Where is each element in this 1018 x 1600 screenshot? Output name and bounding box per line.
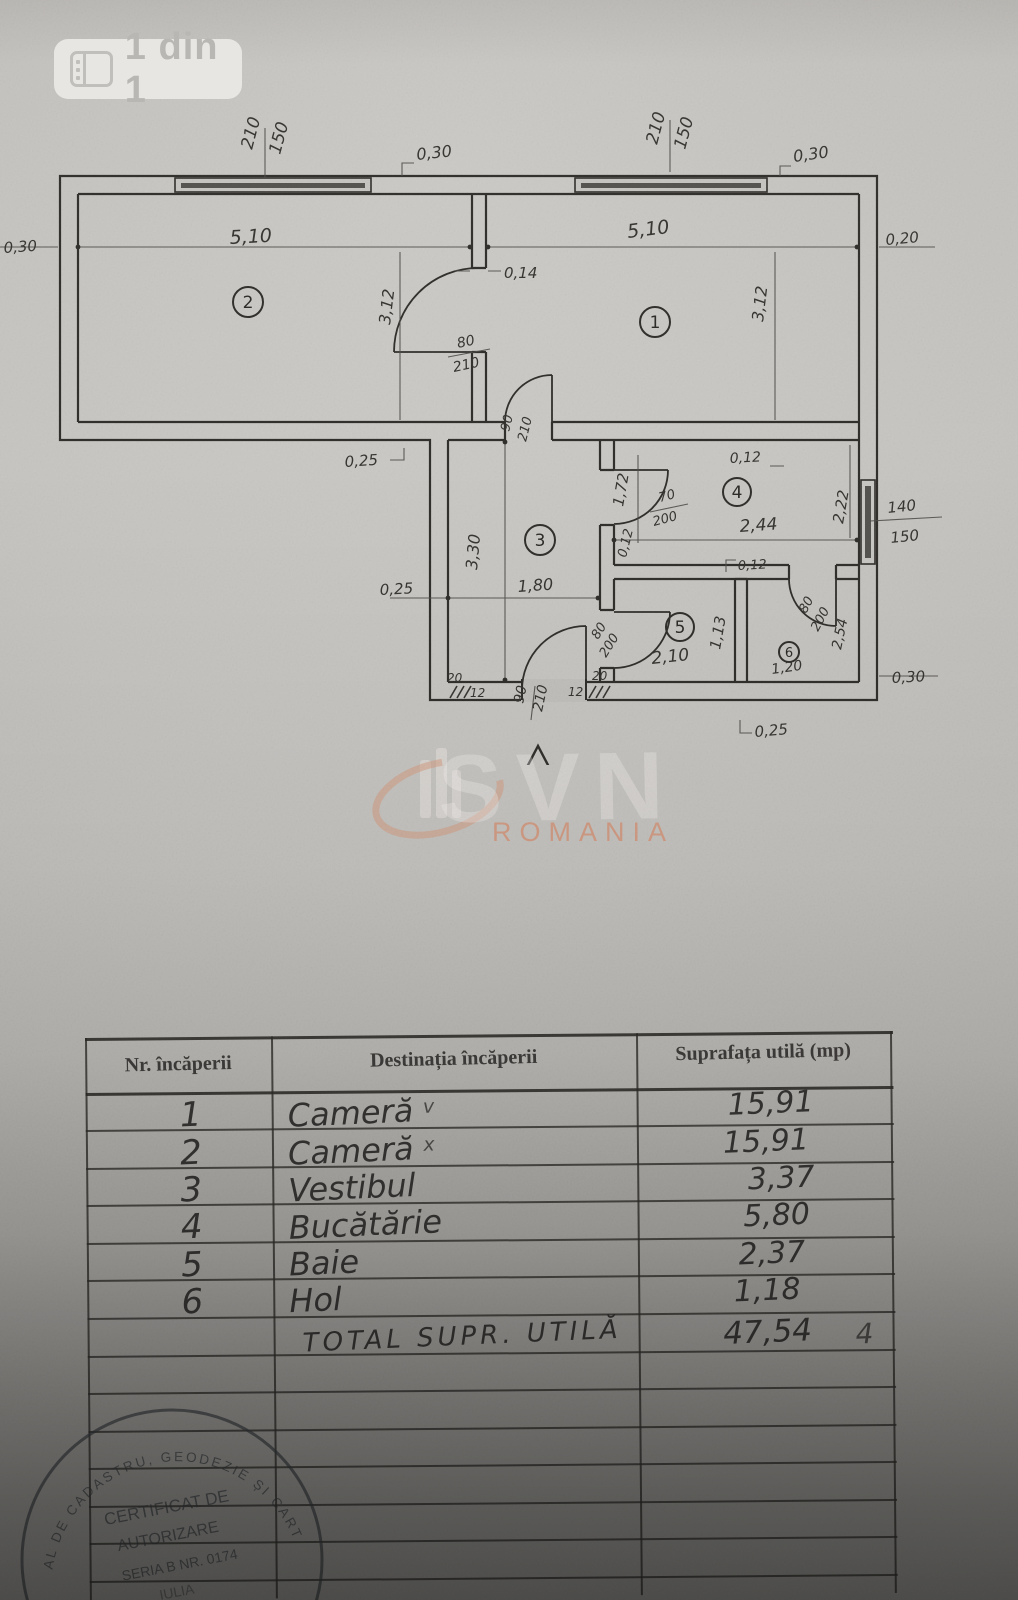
- dim-label: 3,12: [375, 288, 398, 326]
- dim-label: 3,12: [748, 285, 771, 323]
- walls: [58, 174, 879, 702]
- watermark-country: ROMANIA: [492, 817, 675, 847]
- stamp-center-text: CERTIFICAT DE AUTORIZARE SERIA B NR. 017…: [103, 1486, 239, 1600]
- row-nr: 4: [179, 1206, 204, 1248]
- dim-label: 0,20: [885, 228, 920, 249]
- dim-label: 0,30: [415, 141, 452, 164]
- row-area: 15,91: [722, 1122, 810, 1161]
- row-name: Hol: [288, 1280, 342, 1320]
- dim-label: 0,25: [379, 579, 413, 599]
- total-value: 47,54: [722, 1312, 813, 1352]
- pager-label: 1 din 1: [124, 26, 219, 111]
- room-number-2: 2: [243, 293, 254, 313]
- row-name: Bucătărie: [288, 1202, 443, 1247]
- dim-label: 1,72: [609, 472, 633, 508]
- table-line: [88, 1385, 897, 1395]
- dim-label: 0,25: [754, 720, 789, 741]
- dim-label: 2,10: [650, 645, 690, 669]
- window-label: 150: [266, 120, 294, 157]
- row-area: 1,18: [733, 1271, 802, 1310]
- dim-label: 0,25: [344, 451, 379, 471]
- pier-label: 20: [447, 671, 463, 685]
- dim-label: 5,10: [229, 225, 272, 249]
- row-area: 15,91: [726, 1084, 815, 1123]
- row-area: 2,37: [737, 1234, 807, 1273]
- dim-label: 0,12: [615, 527, 637, 559]
- column-header-area: Suprafața utilă (mp): [675, 1039, 852, 1066]
- dim-label: 0,12: [729, 449, 761, 467]
- stamp-line4: IULIA: [158, 1580, 196, 1600]
- door-label: 210: [515, 415, 536, 443]
- dim-label: 0,12: [737, 557, 767, 573]
- row-area: 5,80: [742, 1196, 811, 1235]
- window-label: 210: [238, 115, 266, 152]
- door-label: 70: [657, 487, 677, 506]
- image-pager[interactable]: 1 din 1: [54, 26, 242, 111]
- window-label: 150: [890, 526, 920, 547]
- dim-label: 5,10: [626, 216, 671, 243]
- dim-label: 1,13: [706, 615, 730, 651]
- hand-mark: x: [422, 1133, 436, 1156]
- stray-mark: 4: [854, 1316, 875, 1351]
- dim-label: 1,20: [770, 658, 803, 678]
- door-label: 80: [796, 594, 817, 616]
- column-header-destination: Destinația încăperii: [369, 1045, 538, 1072]
- door-label: 210: [452, 355, 482, 376]
- authorization-stamp: AL DE CADASTRU, GEODEZIE ȘI CARTOG CERTI…: [0, 1395, 324, 1600]
- pier-label: 12: [568, 685, 583, 699]
- dim-label: 0,30: [792, 142, 830, 166]
- room-circles: [232, 286, 800, 663]
- pier-label: 12: [470, 686, 485, 700]
- door-label: 80: [456, 333, 477, 352]
- gallery-pages-icon: [70, 51, 113, 87]
- door-label: 90: [498, 413, 517, 433]
- room-number-1: 1: [650, 313, 661, 333]
- row-name: Vestibul: [288, 1166, 417, 1210]
- dim-label: 3,30: [462, 533, 484, 570]
- row-nr: 1: [178, 1094, 203, 1136]
- table-line: [85, 1030, 893, 1041]
- dim-label: 0,30: [891, 667, 925, 687]
- floor-plan: 2 1 3 4 5 6 210 150 210 150 0,30 0,30 0,…: [0, 110, 943, 765]
- room-number-5: 5: [675, 618, 686, 638]
- room-name: Hol: [288, 1279, 343, 1321]
- dim-label: 1,80: [517, 575, 554, 596]
- hand-mark: v: [422, 1095, 435, 1118]
- dim-label: 2,22: [829, 489, 853, 525]
- pier-label: 20: [592, 669, 608, 683]
- dim-label: 2,54: [829, 617, 851, 651]
- room-name: Cameră: [286, 1091, 415, 1135]
- dim-label: 0,30: [3, 237, 38, 257]
- room-number-4: 4: [732, 483, 743, 503]
- room-name: Vestibul: [287, 1165, 417, 1210]
- windows: [174, 177, 876, 565]
- column-header-nr: Nr. încăperii: [124, 1051, 232, 1077]
- door-label: 200: [651, 509, 679, 530]
- stamp-line2: AUTORIZARE: [116, 1519, 220, 1555]
- room-number-3: 3: [535, 531, 546, 551]
- stamp-rim-text: AL DE CADASTRU, GEODEZIE ȘI CARTOG: [0, 1395, 307, 1576]
- dim-label: 2,44: [739, 514, 778, 537]
- window-label: 140: [887, 496, 917, 517]
- row-name: Baie: [288, 1242, 360, 1283]
- window-label: 150: [671, 115, 699, 152]
- window-label: 210: [643, 110, 671, 147]
- dim-label: 0,14: [504, 264, 537, 282]
- row-nr: 6: [180, 1281, 204, 1323]
- room-numbers: 2 1 3 4 5 6: [243, 293, 794, 661]
- room-name: Baie: [288, 1242, 360, 1284]
- room-name: Bucătărie: [287, 1202, 443, 1247]
- row-area: 3,37: [747, 1159, 816, 1198]
